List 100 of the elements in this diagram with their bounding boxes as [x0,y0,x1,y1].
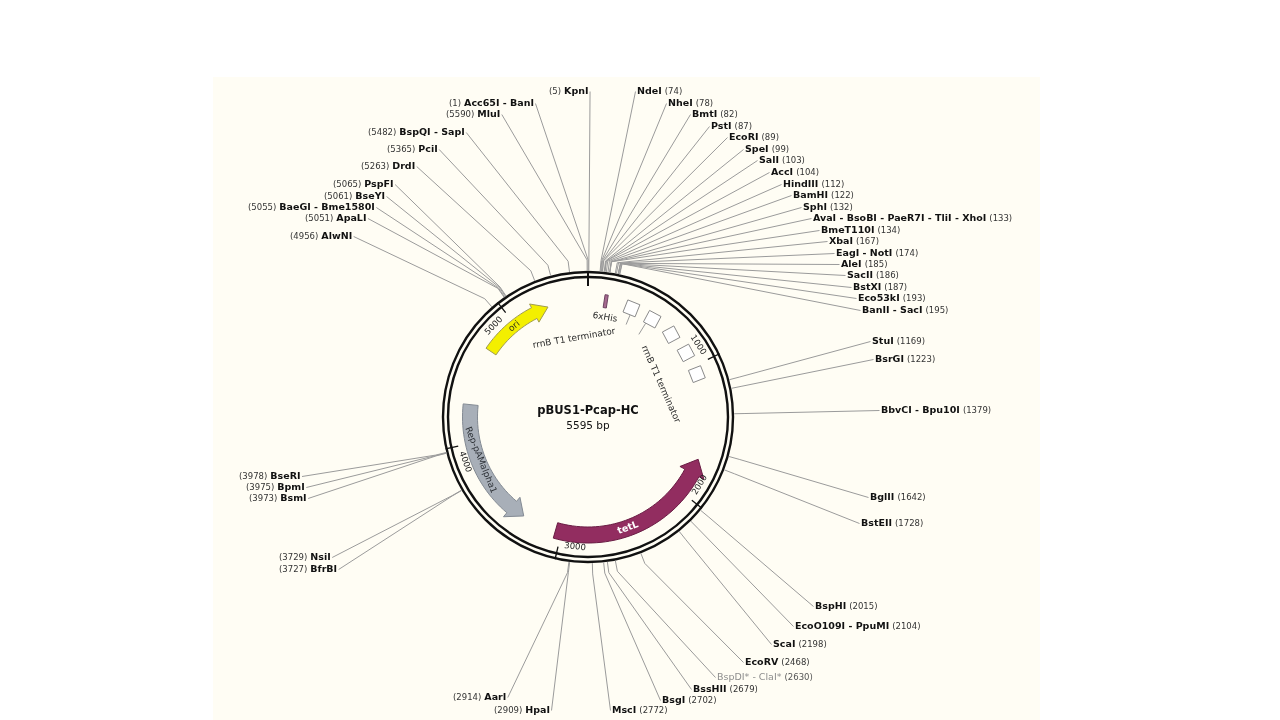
feature-mark [622,298,641,318]
feature-arc [485,303,549,356]
leader-line [604,160,758,273]
plasmid-size: 5595 bp [566,418,610,431]
leader-line [367,218,505,298]
restriction-site-label: EagI - NotI (174) [836,247,919,259]
leader-line [700,509,814,607]
leader-line [588,91,591,272]
restriction-site-label: (5051) ApaLI [305,212,367,224]
restriction-site-label: BbvCI - Bpu10I (1379) [881,404,992,416]
restriction-site-label: ScaI (2198) [773,638,827,650]
leader-line [625,314,631,326]
leader-line [606,561,692,690]
leader-line [465,132,570,273]
leader-line [305,452,447,488]
restriction-site-label: (5482) BspQI - SapI [368,126,465,138]
leader-line [603,561,661,701]
leader-line [605,184,782,273]
leader-line [640,552,744,663]
restriction-site-label: (2914) AarI [453,691,507,703]
leader-line [723,469,860,524]
leader-line [386,196,506,297]
leader-line [678,530,772,645]
feature-label: tetL [616,519,641,537]
leader-line [438,149,552,277]
leader-line [501,114,588,272]
restriction-site-label: BglII (1642) [870,491,926,503]
restriction-site-label: (5590) MluI [446,108,501,120]
restriction-site-label: (4956) AlwNI [290,230,353,242]
feature-label: rrnB T1 terminator [531,325,617,351]
leader-line [301,451,447,477]
restriction-site-label: AleI (185) [841,258,888,270]
feature-label: 6xHis [592,310,619,325]
restriction-site-label: BspHI (2015) [815,600,878,612]
leader-line [551,561,571,711]
restriction-site-label: (2909) HpaI [494,704,550,716]
restriction-site-label: AvaI - BsoBI - PaeR7I - TliI - XhoI (133) [813,212,1013,224]
feature-mark [602,293,610,310]
feature-mark [642,309,663,330]
restriction-site-label: EcoO109I - PpuMI (2104) [795,620,921,632]
leader-line [617,262,852,288]
restriction-site-label: BsgI (2702) [662,694,717,706]
restriction-site-label: PstI (87) [711,120,752,132]
restriction-site-label: (5065) PspFI [333,178,394,190]
restriction-site-label: SacII (186) [847,269,899,281]
restriction-site-label: (5055) BaeGI - Bme1580I [248,201,375,213]
leader-line [728,455,869,498]
restriction-site-label: BstXI (187) [853,281,908,293]
restriction-site-label: BssHII (2679) [693,683,758,695]
restriction-site-label: SalI (103) [759,154,805,166]
leader-line [609,230,820,273]
scale-label: 3000 [564,541,587,554]
restriction-site-label: NdeI (74) [637,85,683,97]
leader-line [600,114,691,272]
leader-line [619,263,861,311]
leader-line [615,253,835,275]
plasmid-name: pBUS1-Pcap-HC [537,404,639,418]
leader-line [733,410,880,415]
leader-line [614,241,828,274]
leader-line [690,520,794,627]
leader-line [331,489,462,558]
leader-line [416,166,536,282]
leader-line [604,172,770,273]
plasmid-map-ring [440,269,736,565]
leader-line [607,195,792,273]
leader-line [638,322,647,335]
leader-line [394,184,507,297]
leader-line [614,560,716,678]
restriction-site-label: NheI (78) [668,97,714,109]
leader-line [602,137,728,273]
restriction-site-label: (5365) PciI [387,143,438,155]
feature-arc [461,402,525,518]
restriction-site-label: BamHI (122) [793,189,854,201]
leader-line [609,218,812,273]
restriction-site-label: AccI (104) [771,166,820,178]
restriction-site-label: SpeI (99) [745,143,790,155]
leader-line [600,103,667,272]
leader-line [730,359,874,389]
restriction-site-label: BspDI* - ClaI* (2630) [717,671,813,683]
leader-line [591,562,611,711]
restriction-site-label: (5) KpnI [549,85,589,97]
leader-line [507,561,570,698]
restriction-site-label: SphI (132) [803,201,853,213]
restriction-site-label: BmtI (82) [692,108,738,120]
restriction-site-label: (5061) BseYI [324,190,386,202]
restriction-site-label: (1) Acc65I - BanI [449,97,534,109]
restriction-site-label: BmeT110I (134) [821,224,901,236]
restriction-site-label: (3978) BseRI [239,470,301,482]
restriction-site-label: StuI (1169) [872,335,925,347]
leader-line [307,452,447,499]
restriction-site-label: XbaI (167) [829,235,879,247]
restriction-site-label: EcoRI (89) [729,131,779,143]
restriction-site-label: HindIII (112) [783,178,845,190]
restriction-site-label: (3973) BsmI [249,492,307,504]
feature-mark [687,364,707,384]
restriction-site-label: (5263) DrdI [361,160,416,172]
leader-line [618,263,857,299]
restriction-site-label: Eco53kI (193) [858,292,926,304]
restriction-site-label: (3975) BpmI [246,481,305,493]
leader-line [728,341,871,381]
